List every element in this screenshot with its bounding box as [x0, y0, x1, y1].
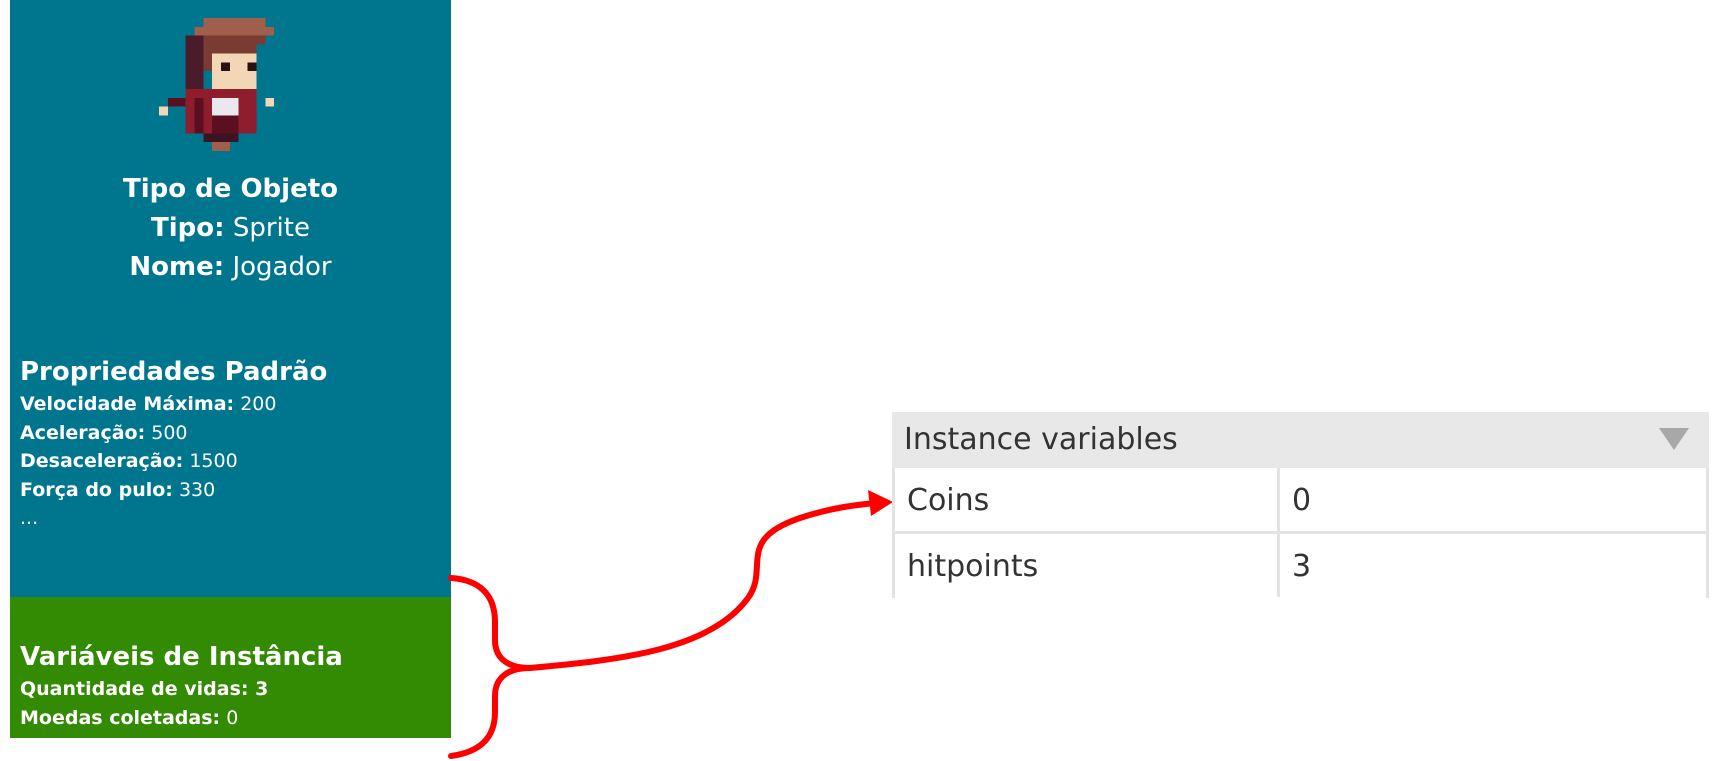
property-value: 330: [178, 478, 216, 501]
property-label: Força do pulo:: [20, 478, 173, 501]
default-properties-heading: Propriedades Padrão: [20, 357, 328, 387]
variable-name[interactable]: hitpoints: [895, 534, 1280, 597]
property-value: 1500: [189, 450, 238, 472]
property-label: Velocidade Máxima:: [20, 393, 235, 415]
table-row[interactable]: hitpoints 3: [895, 534, 1706, 597]
property-label: Desaceleração:: [20, 450, 184, 472]
object-type-heading: Tipo de Objeto: [122, 174, 339, 204]
default-properties-section: Propriedades Padrão Velocidade Máxima: 2…: [20, 355, 327, 533]
object-name-row: Nome: Jogador: [10, 248, 451, 287]
instance-variables-heading: Variáveis de Instância: [20, 642, 343, 672]
object-type-value: Sprite: [232, 213, 310, 243]
property-row: Velocidade Máxima: 200: [20, 390, 327, 419]
triangle-down-icon[interactable]: [1659, 428, 1689, 450]
property-row: Força do pulo: 330: [20, 476, 327, 505]
variable-value[interactable]: 0: [1292, 483, 1312, 518]
object-name-value: Jogador: [232, 252, 332, 282]
brace-path: [448, 575, 533, 759]
variable-row: Quantidade de vidas: 3: [20, 675, 343, 704]
player-sprite-icon: [158, 18, 275, 151]
property-value: 200: [240, 393, 277, 415]
property-ellipsis: ...: [20, 507, 39, 529]
variables-table: Coins 0 hitpoints 3: [892, 468, 1709, 598]
property-row: Aceleração: 500: [20, 419, 327, 448]
object-type-row: Tipo: Sprite: [10, 209, 451, 248]
variable-row: Moedas coletadas: 0: [20, 704, 343, 733]
arrowhead-icon: [868, 490, 893, 516]
object-type-info: Tipo de Objeto Tipo: Sprite Nome: Jogado…: [10, 170, 451, 287]
variable-value[interactable]: 3: [1292, 549, 1312, 584]
object-name-label: Nome:: [129, 252, 225, 282]
property-label: Aceleração:: [20, 421, 146, 444]
variable-value: 0: [226, 706, 239, 729]
panel-title: Instance variables: [904, 422, 1178, 457]
property-row: Desaceleração: 1500: [20, 447, 327, 476]
table-row[interactable]: Coins 0: [895, 468, 1706, 534]
arrow-path: [527, 500, 878, 671]
property-value: 500: [151, 421, 188, 444]
instance-variables-card: [10, 597, 451, 738]
variable-name[interactable]: Coins: [895, 468, 1280, 531]
variable-label: Moedas coletadas:: [20, 706, 221, 729]
panel-header[interactable]: Instance variables: [892, 412, 1709, 468]
object-type-label: Tipo:: [151, 213, 225, 243]
instance-variables-section: Variáveis de Instância Quantidade de vid…: [20, 640, 343, 732]
variable-label: Quantidade de vidas: 3: [20, 678, 269, 700]
instance-variables-panel: Instance variables Coins 0 hitpoints 3: [892, 412, 1709, 598]
